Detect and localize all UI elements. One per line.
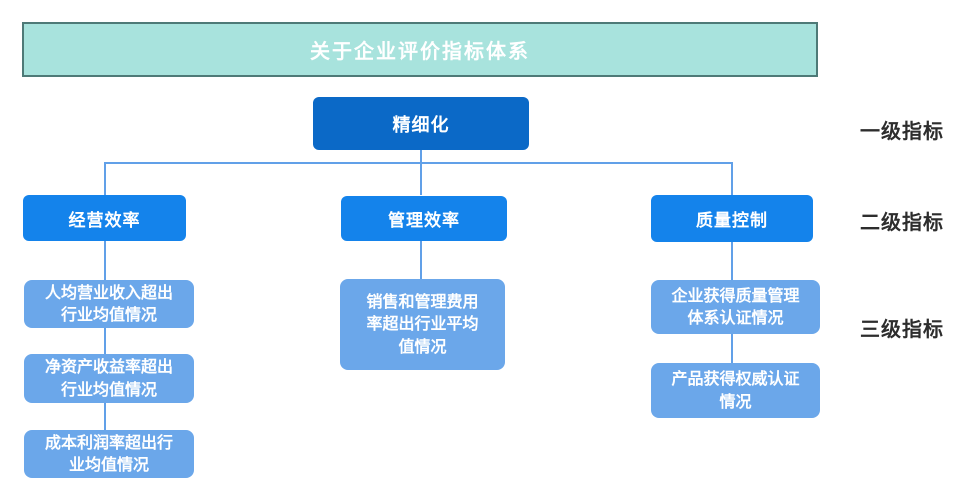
- node-level2-management-efficiency: 管理效率: [341, 196, 507, 241]
- connector-drop-branch1: [104, 163, 106, 195]
- node-level3-expense-ratio: 销售和管理费用 率超出行业平均 值情况: [340, 279, 505, 370]
- diagram-title-banner: 关于企业评价指标体系: [22, 22, 818, 77]
- legend-level3-label: 三级指标: [860, 317, 944, 341]
- node-level1-root: 精细化: [313, 97, 529, 150]
- node-level3-quality-system-certification: 企业获得质量管理 体系认证情况: [651, 280, 820, 334]
- connector-branch1-child3: [104, 403, 106, 430]
- node-level2-quality-control: 质量控制: [651, 195, 813, 242]
- connector-branch3-child1: [731, 242, 733, 280]
- connector-horizontal-span: [104, 162, 733, 164]
- node-level3-per-capita-revenue: 人均营业收入超出 行业均值情况: [24, 280, 194, 328]
- connector-branch2-child1: [420, 241, 422, 279]
- connector-branch1-child2: [104, 328, 106, 354]
- legend-level1-label: 一级指标: [860, 119, 944, 143]
- connector-branch1-child1: [104, 241, 106, 280]
- legend-level2-label: 二级指标: [860, 210, 944, 234]
- node-level3-product-certification: 产品获得权威认证 情况: [651, 363, 820, 418]
- connector-branch3-child2: [731, 334, 733, 363]
- node-level3-cost-profit-margin: 成本利润率超出行 业均值情况: [24, 430, 194, 478]
- connector-drop-branch2: [420, 163, 422, 195]
- diagram-title: 关于企业评价指标体系: [310, 39, 530, 63]
- connector-drop-branch3: [731, 163, 733, 195]
- node-level3-return-on-equity: 净资产收益率超出 行业均值情况: [24, 354, 194, 403]
- node-level2-operating-efficiency: 经营效率: [23, 195, 186, 241]
- connector-root-down: [420, 150, 422, 163]
